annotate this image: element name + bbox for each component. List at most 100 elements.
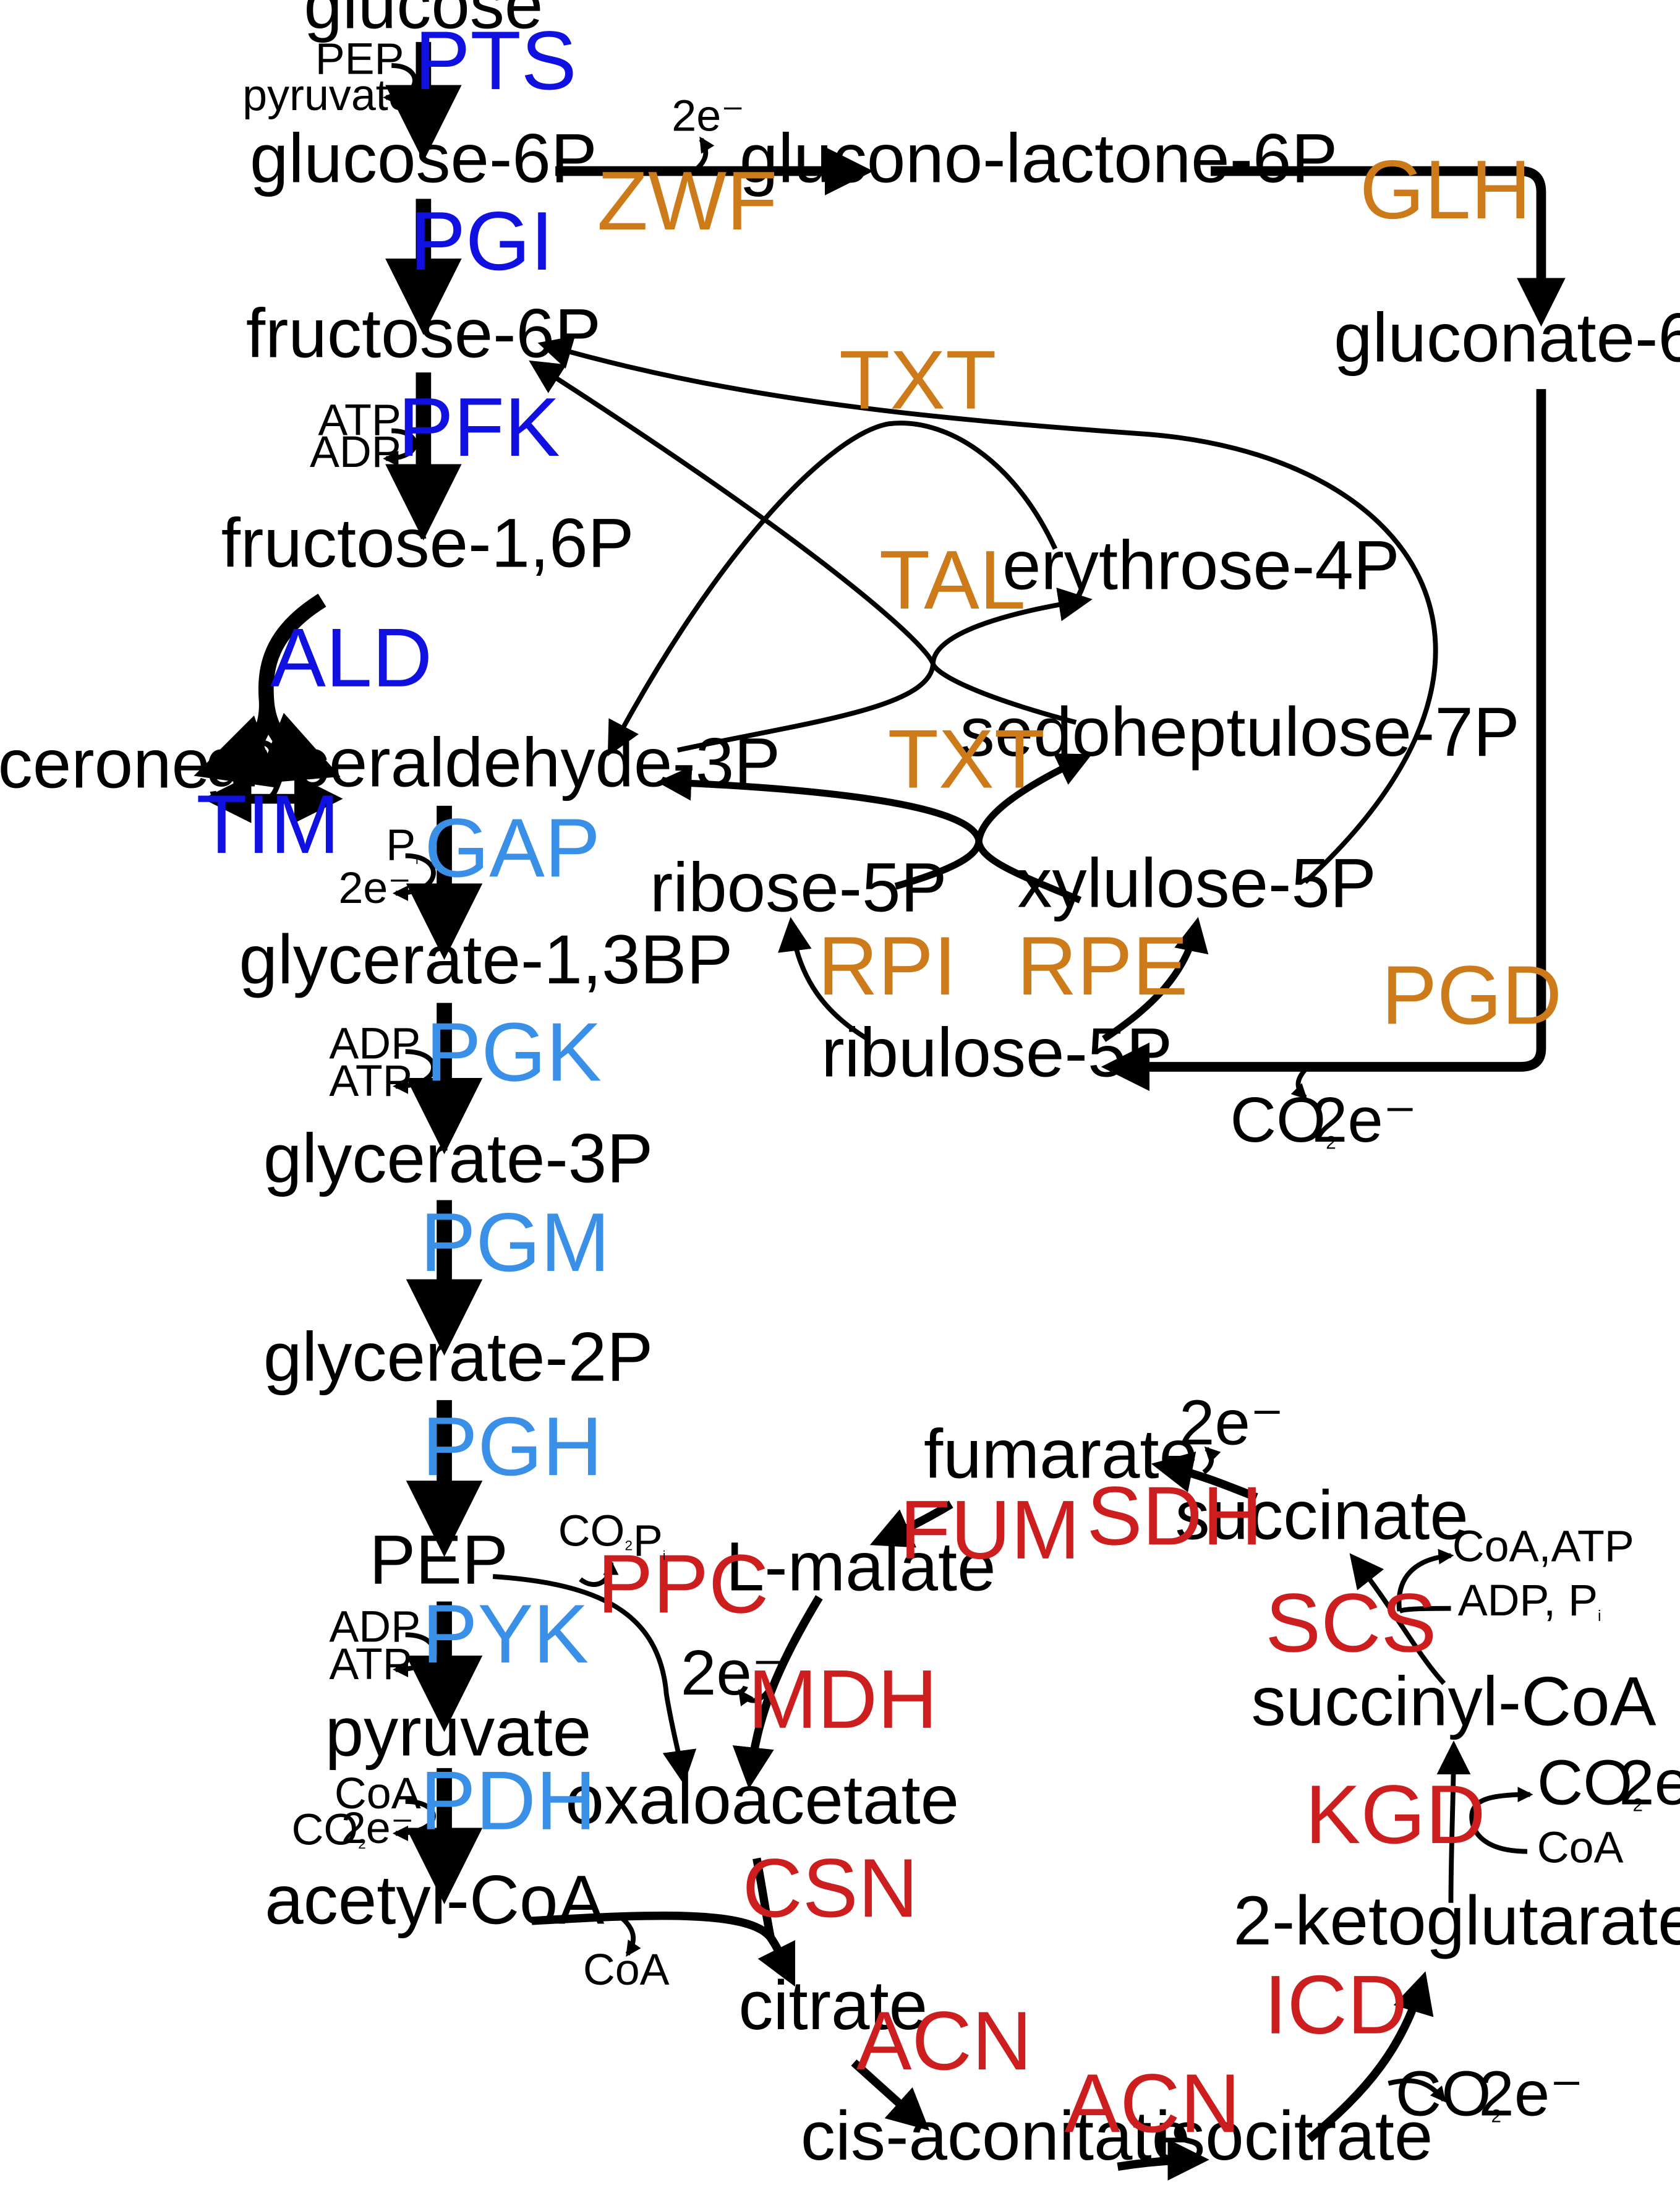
enzyme-pfk: PFK [398,380,560,474]
curve-pdh [392,1798,436,1842]
arrow-ald-left [194,594,326,788]
arrow-kgd [1436,1740,1471,1903]
enzyme-pgd: PGD [1381,948,1562,1041]
cofactor-gap-e: 2e⁻ [338,863,411,913]
enzyme-pgh: PGH [422,1400,603,1493]
enzyme-acn-2: ACN [1065,2056,1240,2150]
curve-pgd [1290,1065,1310,1100]
metabolite-acetyl-coa: acetyl-CoA [265,1860,604,1938]
curve-kgd [1469,1787,1533,1854]
cofactor-kgd-co2: CO2 [1537,1746,1643,1818]
arrow-ald-right [255,701,341,784]
cofactor-curves [383,63,1533,2103]
cofactor-pfk-atp: ATP [318,395,401,445]
metabolite-glucono-lactone-6p: glucono-lactone-6P [740,119,1337,197]
metabolite-gluconate-6p: gluconate-6P [1334,298,1680,376]
enzyme-pdh: PDH [420,1754,596,1847]
cofactor-csn-coa: CoA [583,1945,670,1995]
enzyme-csn: CSN [743,1841,918,1935]
metabolite-oxaloacetate: oxaloacetate [565,1761,959,1839]
metabolite-succinyl-coa: succinyl-CoA [1251,1662,1656,1740]
cofactor-ppc-co2: CO2 [558,1507,633,1556]
arrow-rpi [778,917,869,1041]
enzyme-glh: GLH [1360,143,1531,236]
enzyme-rpi: RPI [818,919,957,1012]
curve-pyk [392,1632,436,1678]
arrow-txt1-to-f6p [537,336,1438,884]
enzyme-pgk: PGK [426,1005,602,1098]
curve-gap [392,853,436,901]
metabolite-glucose-6p: glucose-6P [250,119,597,197]
metabolite-citrate: citrate [738,1966,927,2044]
arrow-txt2-to-gap [657,766,1082,904]
metabolite-fructose-16p: fructose-1,6P [221,504,634,582]
cofactor-pgk-adp: ADP [329,1019,420,1068]
curve-pgk [392,1049,436,1094]
metabolite-isocitrate: isocitrate [1155,2097,1433,2174]
metabolite-erythrose-4p: erythrose-4P [1002,526,1400,604]
cofactor-icd-co2: CO2 [1396,2057,1501,2129]
metabolite-glyceraldehyde-3p: glyceraldehyde-3P [205,723,780,801]
metabolite-glucose: glucose [304,0,543,43]
arrow-txt1-to-gap [607,421,1058,756]
enzyme-tim: TIM [196,777,339,871]
metabolite-glycerone-p: glycerone-P [0,725,279,803]
arrow-glh [1211,166,1566,327]
cofactor-mdh-e: 2e⁻ [681,1636,785,1708]
metabolite-glycerate-3p: glycerate-3P [263,1119,653,1197]
metabolite-sedoheptulose-7p: sedoheptulose-7P [960,693,1520,771]
arrow-pgd [1101,389,1546,1092]
enzyme-mdh: MDH [748,1653,938,1746]
enzyme-acn-1: ACN [856,1994,1032,2087]
cofactor-scs-coa-atp: CoA,ATP [1452,1521,1634,1571]
arrow-sdh [1151,1451,1258,1502]
enzyme-sdh: SDH [1086,1469,1262,1562]
curve-ppc [579,1559,619,1587]
metabolite-fumarate: fumarate [924,1415,1198,1493]
cofactor-ppc-pi: Pi [633,1516,665,1565]
metabolite-glycerate-2p: glycerate-2P [263,1317,653,1395]
cofactor-pyk-adp: ADP [329,1602,420,1652]
enzyme-icd: ICD [1264,1958,1407,2051]
enzyme-txt-upper: TXT [839,333,996,427]
metabolite-cis-aconitate: cis-aconitate [801,2097,1190,2174]
enzyme-txt-lower: TXT [888,712,1045,806]
arrow-txt2-to-s7p [894,753,1093,890]
arrow-acn1 [851,2059,930,2131]
enzyme-zwf: ZWF [597,154,778,247]
cofactor-pyk-atp: ATP [329,1640,412,1689]
metabolite-ribose-5p: ribose-5P [650,848,947,926]
arrow-csn-acetyl [531,1911,795,1987]
arrow-rpe [1102,917,1209,1042]
enzyme-rpe: RPE [1017,919,1188,1012]
metabolite-xylulose-5p: xylulose-5P [1017,844,1376,922]
metabolite-glycerate-13bp: glycerate-1,3BP [239,920,733,998]
metabolite-l-malate: L-malate [726,1527,996,1605]
cofactor-sdh-e: 2e⁻ [1179,1387,1284,1458]
cofactor-pts-pyruvate: pyruvate [242,71,413,120]
cofactor-pfk-adp: ADP [310,427,401,477]
enzyme-ppc: PPC [597,1537,769,1630]
arrow-csn-oxa [753,1857,775,1939]
cofactor-scs-adp-pi: ADP, Pi [1458,1576,1601,1625]
arrow-tal-to-e4p [676,587,1093,753]
metabolite-succinate: succinate [1175,1476,1469,1554]
cofactor-gap-pi: Pi [386,820,418,870]
arrow-scs [1349,1553,1446,1685]
arrow-ppc [492,1574,697,1785]
curve-pfk [383,428,417,467]
cofactor-pdh-e: 2e⁻ [341,1803,414,1853]
cofactor-pts-pep: PEP [315,34,404,83]
enzyme-kgd: KGD [1305,1768,1486,1861]
curve-csn [620,1916,641,1957]
curve-scs-out [1396,1549,1454,1612]
enzyme-pgm: PGM [420,1195,610,1289]
enzyme-tal: TAL [879,533,1026,626]
arrow-acn2 [1117,2139,1209,2181]
metabolite-pep: PEP [369,1520,508,1598]
cofactor-labels: PEP pyruvate 2e⁻ ATP ADP Pi 2e⁻ ADP ATP … [242,34,1680,2129]
enzyme-ald: ALD [270,611,432,704]
curve-pts [383,63,417,106]
arrow-icd [1307,1971,1434,2142]
